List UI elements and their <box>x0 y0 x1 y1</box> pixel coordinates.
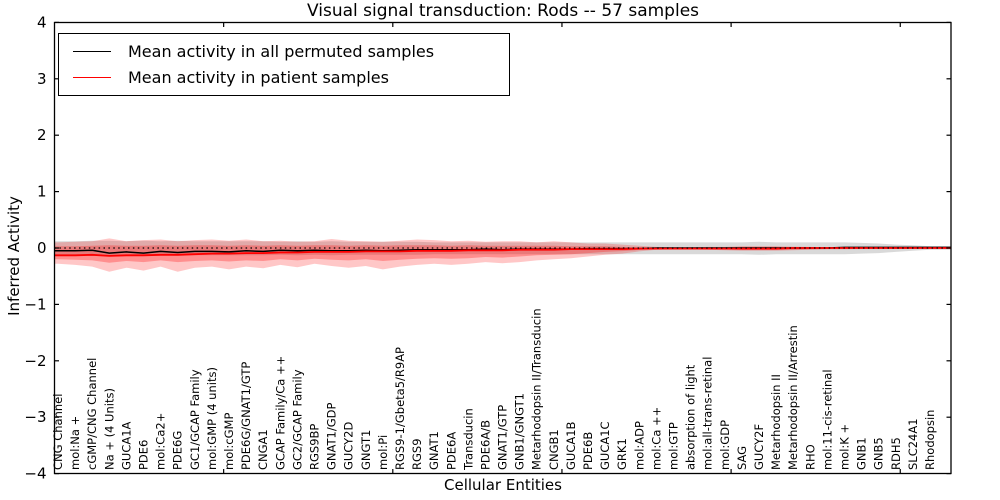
x-category-label: RDH5 <box>889 437 903 470</box>
x-category-label: mol:11-cis-retinal <box>820 369 834 470</box>
y-tick-label: −3 <box>24 408 46 426</box>
x-category-label: mol:GDP <box>718 420 732 470</box>
patient-line-swatch <box>73 77 111 79</box>
x-category-label: Metarhodopsin II/Arrestin <box>786 325 800 470</box>
x-category-label: cGMP/CNG Channel <box>85 358 99 470</box>
x-category-label: Metarhodopsin II <box>769 374 783 470</box>
x-category-label: PDE6B <box>581 432 595 470</box>
x-category-label: GUCA1B <box>564 421 578 470</box>
y-tick-label: 4 <box>37 13 47 31</box>
patient-mean-line <box>54 247 951 257</box>
x-category-label: mol:cGMP <box>222 413 236 470</box>
x-category-label: mol:all-trans-retinal <box>701 357 715 470</box>
y-tick-label: 3 <box>37 70 47 88</box>
x-category-label: GC2/GCAP Family <box>290 369 304 470</box>
y-tick-label: −2 <box>24 352 46 370</box>
patient-range-inner-band <box>54 245 951 263</box>
y-tick-label: 2 <box>37 126 47 144</box>
x-category-label: RGS9 <box>410 438 424 470</box>
x-category-label: GNGT1 <box>359 430 373 470</box>
permuted-line-swatch <box>73 50 111 52</box>
legend: Mean activity in all permuted samples Me… <box>58 33 510 96</box>
x-category-label: GCAP Family/Ca ++ <box>273 356 287 470</box>
y-axis-label: Inferred Activity <box>5 196 23 316</box>
x-category-label: GNB1 <box>855 437 869 470</box>
x-category-label: mol:Ca ++ <box>649 407 663 470</box>
x-category-label: mol:Na + <box>68 416 82 470</box>
x-category-label: RHO <box>803 444 817 470</box>
x-category-label: GNAT1/GDP <box>325 403 339 470</box>
x-category-label: GRK1 <box>615 438 629 470</box>
x-category-label: CNGA1 <box>256 429 270 470</box>
x-category-label: GNAT1 <box>427 431 441 470</box>
y-tick-label: −4 <box>24 465 46 483</box>
chart-title: Visual signal transduction: Rods -- 57 s… <box>306 1 700 21</box>
x-category-label: PDE6A <box>444 432 458 470</box>
x-category-label: mol:Ca2+ <box>154 413 168 470</box>
legend-entry-label: Mean activity in all permuted samples <box>128 41 435 61</box>
x-category-label: Transducin <box>461 408 475 471</box>
y-tick-label: 1 <box>37 183 47 201</box>
x-category-label: PDE6A/B <box>478 420 492 470</box>
legend-entry-label: Mean activity in patient samples <box>128 68 389 88</box>
x-category-label: mol:ADP <box>632 421 646 470</box>
x-category-label: GUCY2F <box>752 424 766 470</box>
x-category-label: GNAT1/GTP <box>496 405 510 470</box>
x-category-label: GUCA1A <box>119 421 133 470</box>
x-axis-label: Cellular Entities <box>444 476 562 494</box>
x-category-label: mol:GMP (4 units) <box>205 367 219 470</box>
x-category-label: SAG <box>735 446 749 470</box>
y-tick-label: 0 <box>37 239 47 257</box>
x-category-label: PDE6G <box>171 431 185 470</box>
y-tick-label: −1 <box>24 295 46 313</box>
legend-entry-permuted: Mean activity in all permuted samples <box>73 42 509 61</box>
x-category-label: PDE6 <box>136 440 150 470</box>
x-category-label: mol:GTP <box>667 422 681 470</box>
x-category-label: GNB1/GNGT1 <box>513 393 527 470</box>
x-category-label: RGS9-1/Gbeta5/R9AP <box>393 347 407 470</box>
x-category-label: CNG Channel <box>51 394 65 470</box>
x-category-label: CNGB1 <box>547 429 561 470</box>
x-category-label: GUCY2D <box>342 422 356 470</box>
x-category-label: GC1/GCAP Family <box>188 369 202 470</box>
x-category-label: PDE6G/GNAT1/GTP <box>239 362 253 470</box>
x-category-label: GUCA1C <box>598 421 612 470</box>
x-category-label: mol:Pi <box>376 435 390 470</box>
x-category-label: Rhodopsin <box>923 410 937 470</box>
x-category-label: Na + (4 Units) <box>102 388 116 470</box>
x-category-label: GNB5 <box>872 437 886 470</box>
patient-range-outer-band <box>54 238 951 272</box>
x-category-label: mol:K + <box>838 424 852 470</box>
x-category-label: absorption of light <box>684 364 698 470</box>
x-category-label: Metarhodopsin II/Transducin <box>530 308 544 470</box>
x-category-label: RGS9BP <box>307 424 321 470</box>
x-category-label: SLC24A1 <box>906 418 920 470</box>
legend-entry-patient: Mean activity in patient samples <box>73 68 509 87</box>
